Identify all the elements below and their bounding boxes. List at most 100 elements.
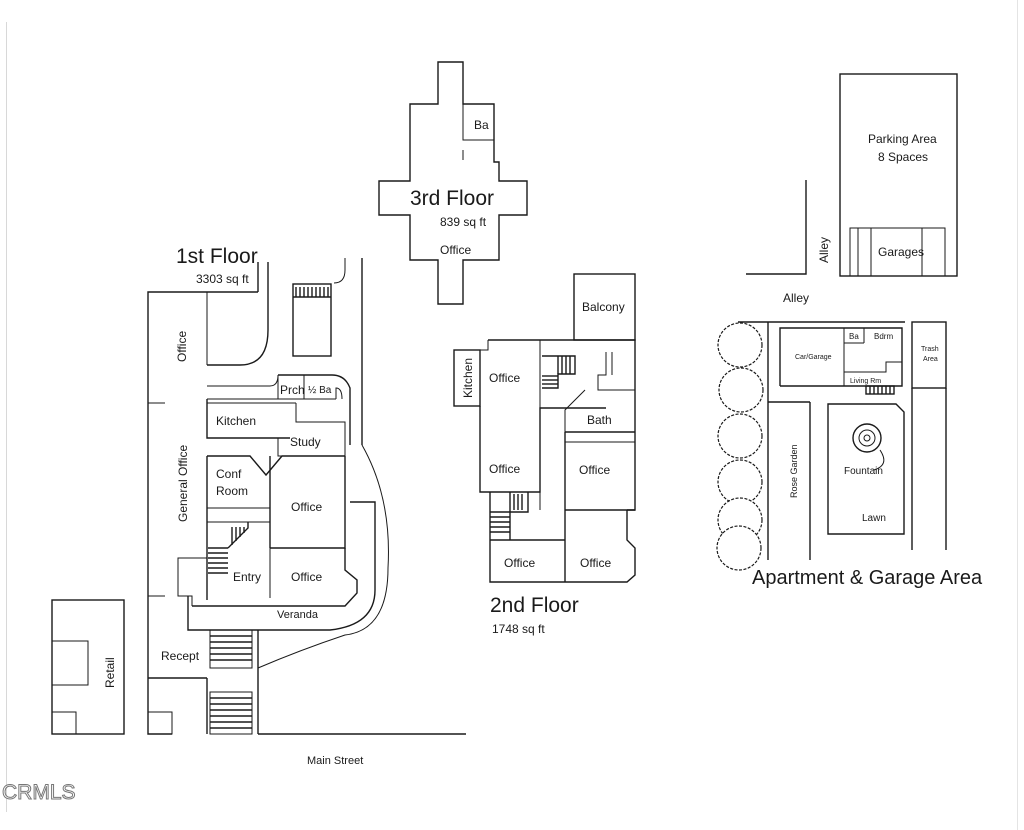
- first-floor-plan: 1st Floor 3303 sq ft: [147, 245, 466, 767]
- veranda-label: Veranda: [277, 609, 319, 621]
- veranda-curve: [257, 567, 389, 669]
- retail-closet: [51, 711, 77, 735]
- entry-label: Entry: [233, 570, 261, 584]
- half-bath-door: [335, 387, 343, 400]
- kitchen-wall: [206, 399, 290, 439]
- trash-area-outline: [911, 321, 947, 389]
- lawn-outline: [827, 403, 905, 535]
- second-floor-plan: Balcony: [453, 273, 636, 636]
- alley-vertical-label: Alley: [817, 237, 831, 263]
- retail-building: Retail: [51, 599, 125, 735]
- apartment-ba-label: Ba: [849, 332, 859, 341]
- bath-wall-2f: [564, 389, 586, 432]
- front-steps-upper: [209, 629, 253, 669]
- alley-boundary: [746, 180, 807, 275]
- third-floor-area: 839 sq ft: [440, 215, 487, 229]
- conf-label: Conf: [216, 467, 242, 481]
- living-room-wall: [844, 361, 902, 373]
- second-office-bottom-left-label: Office: [504, 556, 535, 570]
- porch-label: Prch: [280, 383, 305, 397]
- entry-alcove: [177, 557, 207, 606]
- front-steps-treads-lower: [210, 697, 252, 729]
- third-floor-outline: [378, 61, 528, 305]
- tree-row: [716, 322, 764, 571]
- recept-label: Recept: [161, 649, 200, 663]
- room-label: Room: [216, 484, 248, 498]
- site-plan: Parking Area 8 Spaces Garages Alley Alle…: [716, 73, 983, 589]
- bdrm-label: Bdrm: [874, 332, 893, 341]
- front-steps-treads-upper: [210, 635, 252, 661]
- fountain-pointer: [873, 449, 885, 471]
- first-floor-area: 3303 sq ft: [196, 272, 249, 286]
- third-floor-title: 3rd Floor: [410, 187, 494, 210]
- second-floor-area: 1748 sq ft: [492, 622, 545, 636]
- parking-label-line1: Parking Area: [868, 132, 937, 146]
- courtyard-curve-right: [333, 258, 346, 284]
- courtyard-curve: [207, 262, 269, 366]
- interior-stair: [208, 522, 249, 574]
- rose-garden-label: Rose Garden: [789, 444, 799, 498]
- office-low-label: Office: [291, 570, 322, 584]
- apartment-garage-title: Apartment & Garage Area: [752, 567, 983, 589]
- upper-stair-box: [292, 283, 332, 357]
- lower-offices-outline: [489, 492, 636, 583]
- first-floor-office-label: Office: [175, 331, 189, 362]
- second-kitchen-box: [453, 349, 481, 407]
- conf-room-top-wall: [207, 455, 345, 477]
- second-floor-title: 2nd Floor: [490, 594, 579, 617]
- front-steps-lower: [209, 691, 253, 735]
- second-office-left-label: Office: [489, 462, 520, 476]
- porch-outer-wall: [278, 374, 351, 445]
- garages-label: Garages: [878, 245, 924, 259]
- apartment-outline: [779, 327, 903, 387]
- east-wall-curve: [361, 444, 389, 569]
- car-garage-label: Car/Garage: [795, 354, 832, 361]
- upper-stair-treads: [293, 287, 331, 298]
- trash-label-line2: Area: [923, 356, 938, 363]
- second-bath-label: Bath: [587, 413, 612, 427]
- kitchen-joint: [480, 340, 489, 351]
- third-floor-office-label: Office: [440, 243, 471, 257]
- second-office-right-label: Office: [579, 463, 610, 477]
- third-floor-bath-wall: [462, 104, 494, 141]
- half-bath-label: ½ Ba: [308, 385, 332, 396]
- parking-label-line2: 8 Spaces: [878, 150, 928, 164]
- retail-inner-room: [51, 640, 89, 686]
- first-floor-title: 1st Floor: [176, 245, 258, 268]
- stair-2f-lower: [490, 492, 529, 540]
- page-edge-left: [6, 22, 7, 812]
- garages-outline: [849, 227, 946, 276]
- fountain-outer-ring: [852, 423, 882, 453]
- fountain-center: [863, 434, 871, 442]
- page-edge-right: [1017, 0, 1018, 830]
- fountain-middle-ring: [858, 429, 876, 447]
- living-rm-label: Living Rm: [850, 378, 881, 385]
- lower-office-wall: [192, 548, 358, 607]
- second-office-top-label: Office: [489, 371, 520, 385]
- study-wall: [295, 403, 346, 456]
- second-office-bottom-right-label: Office: [580, 556, 611, 570]
- general-office-label: General Office: [176, 445, 190, 522]
- alley-horizontal-label: Alley: [783, 291, 809, 305]
- veranda-outer-wall: [187, 501, 376, 631]
- kitchen-label: Kitchen: [216, 414, 256, 428]
- recept-closet: [147, 711, 173, 735]
- office-mid-label: Office: [291, 500, 322, 514]
- closet-2f: [597, 352, 635, 391]
- third-floor-plan: Ba 3rd Floor 839 sq ft Office: [378, 61, 528, 305]
- fountain-label: Fountain: [844, 466, 883, 477]
- parking-area-outline: [839, 73, 958, 277]
- lawn-label: Lawn: [862, 513, 886, 524]
- second-kitchen-label: Kitchen: [461, 358, 475, 398]
- porch-wall: [207, 374, 279, 400]
- trash-label-line1: Trash: [921, 346, 939, 353]
- third-floor-bath-label: Ba: [474, 118, 489, 132]
- crmls-watermark: CRMLS: [2, 781, 77, 805]
- stair-2f-top: [542, 355, 576, 389]
- main-street-label: Main Street: [307, 755, 363, 767]
- retail-label: Retail: [103, 657, 117, 688]
- balcony-label: Balcony: [582, 300, 625, 314]
- study-label: Study: [290, 435, 321, 449]
- apartment-stair: [865, 385, 895, 395]
